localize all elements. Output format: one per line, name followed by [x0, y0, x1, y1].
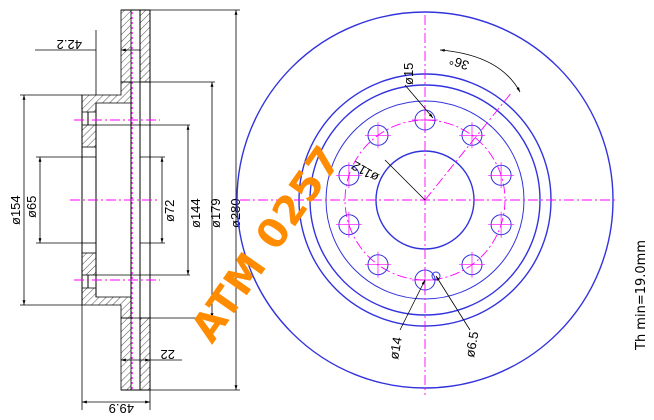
hat-outer	[309, 84, 541, 316]
flange-hatch-bottom	[81, 252, 97, 276]
dim-hole65: ø6.5	[462, 330, 481, 358]
leader-hole65	[435, 275, 471, 331]
dim-height: 49.9	[109, 401, 134, 416]
flange-hatch-top	[81, 124, 97, 148]
watermark: ATM 0257	[183, 137, 352, 350]
dim-angle: 36°	[447, 52, 471, 73]
thickness-note: Th min=19.0mm	[634, 240, 649, 351]
friction-ring-inner-bottom	[139, 317, 151, 391]
dim-d72: ø72	[162, 200, 177, 222]
friction-ring-outer-bottom	[120, 317, 132, 391]
leader-hole14	[399, 279, 426, 331]
leader-bolt-circle	[384, 159, 426, 201]
dim-d280: ø280	[228, 198, 243, 228]
front-view: ø15 36° ø112 ø14 ø6.5	[236, 11, 615, 395]
hat-section-top	[81, 81, 132, 113]
bolt-holes	[335, 107, 515, 293]
dim-offset: 42.2	[57, 37, 82, 52]
dim-d154: ø154	[8, 195, 23, 225]
dim-d179: ø179	[208, 198, 223, 228]
angle-arc	[439, 48, 521, 93]
dim-thick: 22	[161, 347, 175, 362]
friction-ring-inner-top	[139, 9, 151, 83]
dim-hole15: ø15	[401, 63, 416, 85]
hat-section-bottom	[81, 287, 132, 319]
leader-hole15	[404, 84, 434, 119]
section-view: ø154 ø65 ø72 ø144 ø179 ø280 42.2 22 49.9	[8, 9, 243, 416]
dim-d65: ø65	[24, 196, 39, 218]
dim-d144: ø144	[188, 198, 203, 228]
dim-hole14: ø14	[386, 336, 405, 361]
friction-ring-outer-top	[120, 9, 132, 83]
